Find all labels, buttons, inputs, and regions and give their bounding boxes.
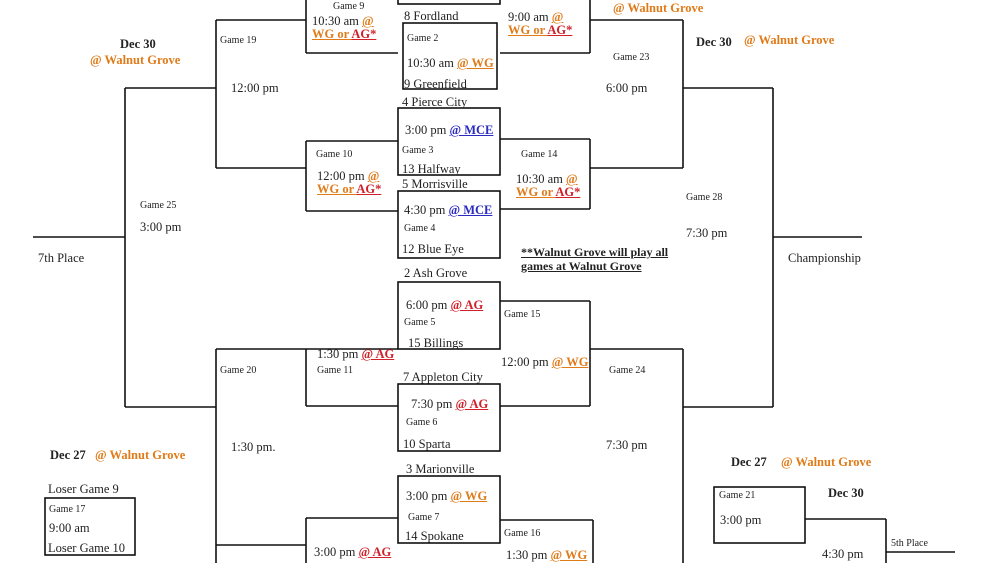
game-2-team-top: 8 Fordland xyxy=(404,9,459,23)
game-15-label: Game 15 xyxy=(504,309,541,320)
fifth-place-label: 5th Place xyxy=(891,538,928,549)
game-15-time: 12:00 pm @ WG xyxy=(501,355,589,369)
venue-left-top: @ Walnut Grove xyxy=(90,53,181,67)
game-3-team-bottom: 13 Halfway xyxy=(402,162,461,176)
game-17-label: Game 17 xyxy=(49,504,86,515)
seventh-place-label: 7th Place xyxy=(38,251,85,265)
game-7-label: Game 7 xyxy=(408,512,440,523)
date-right-top: Dec 30 xyxy=(696,35,732,49)
game-11-time: 1:30 pm @ AG xyxy=(317,347,395,361)
game-2-label: Game 2 xyxy=(407,33,439,44)
note-line-1: **Walnut Grove will play all xyxy=(521,245,669,259)
venue-right-bottom: @ Walnut Grove xyxy=(781,455,872,469)
game-4-label: Game 4 xyxy=(404,223,436,234)
game-7-team-top: 3 Marionville xyxy=(406,462,475,476)
game-5-team-top: 2 Ash Grove xyxy=(404,266,468,280)
game-9-label: Game 9 xyxy=(333,1,365,12)
game-10-label: Game 10 xyxy=(316,149,353,160)
game-3-label: Game 3 xyxy=(402,145,434,156)
game-7-team-bottom: 14 Spokane xyxy=(405,529,464,543)
game-3-team-top: 4 Pierce City xyxy=(402,95,468,109)
game-16-time: 1:30 pm @ WG xyxy=(506,548,588,562)
game-6-time: 7:30 pm @ AG xyxy=(411,397,489,411)
game-6-label: Game 6 xyxy=(406,417,438,428)
game-2-team-bottom: 9 Greenfield xyxy=(404,77,467,91)
venue-left-bottom: @ Walnut Grove xyxy=(95,448,186,462)
game-5-label: Game 5 xyxy=(404,317,436,328)
game-19-time: 12:00 pm xyxy=(231,81,279,95)
date-right-bottom-2: Dec 30 xyxy=(828,486,864,500)
game-5-time: 6:00 pm @ AG xyxy=(406,298,484,312)
game-6-team-top: 7 Appleton City xyxy=(403,370,483,384)
game-4-time: 4:30 pm @ MCE xyxy=(404,203,493,217)
game-16-label: Game 16 xyxy=(504,528,541,539)
game-6-team-bottom: 10 Sparta xyxy=(403,437,451,451)
game-13-time: 9:00 am @ xyxy=(508,10,564,24)
game-20-label: Game 20 xyxy=(220,365,257,376)
date-left-top: Dec 30 xyxy=(120,37,156,51)
venue-right-top: @ Walnut Grove xyxy=(744,33,835,47)
game-25-time: 3:00 pm xyxy=(140,220,182,234)
note-line-2: games at Walnut Grove xyxy=(521,259,642,273)
game-19-label: Game 19 xyxy=(220,35,257,46)
game-4-team-top: 5 Morrisville xyxy=(402,177,468,191)
game-21-label: Game 21 xyxy=(719,490,756,501)
game-23-time: 6:00 pm xyxy=(606,81,648,95)
game-24-label: Game 24 xyxy=(609,365,646,376)
game-11-label: Game 11 xyxy=(317,365,354,376)
game-20-time: 1:30 pm. xyxy=(231,440,276,454)
game-24-time: 7:30 pm xyxy=(606,438,648,452)
game-25-label: Game 25 xyxy=(140,200,177,211)
game-5-team-bottom: 15 Billings xyxy=(408,336,464,350)
game-13-location: WG or AG* xyxy=(508,23,573,37)
game-10-location: WG or AG* xyxy=(317,182,382,196)
game-17-above: Loser Game 9 xyxy=(48,482,119,496)
game-21-time: 3:00 pm xyxy=(720,513,762,527)
game-7-time: 3:00 pm @ WG xyxy=(406,489,488,503)
game-10-time: 12:00 pm @ xyxy=(317,169,380,183)
game-28-time: 7:30 pm xyxy=(686,226,728,240)
game-14-label: Game 14 xyxy=(521,149,558,160)
game-2-time: 10:30 am @ WG xyxy=(407,56,494,70)
date-right-bottom: Dec 27 xyxy=(731,455,767,469)
game-17-time: 9:00 am xyxy=(49,521,90,535)
game-4-team-bottom: 12 Blue Eye xyxy=(402,242,464,256)
game-3-time: 3:00 pm @ MCE xyxy=(405,123,494,137)
game-14-location: WG or AG* xyxy=(516,185,581,199)
game-12-time: 3:00 pm @ AG xyxy=(314,545,392,559)
game-23-label: Game 23 xyxy=(613,52,650,63)
game-28-label: Game 28 xyxy=(686,192,723,203)
game-9-location: WG or AG* xyxy=(312,27,377,41)
fifth-place-time: 4:30 pm xyxy=(822,547,864,561)
game-14-time: 10:30 am @ xyxy=(516,172,578,186)
game-17-below: Loser Game 10 xyxy=(48,541,126,555)
championship-label: Championship xyxy=(788,251,861,265)
date-left-bottom: Dec 27 xyxy=(50,448,86,462)
venue-top-faded: @ Walnut Grove xyxy=(613,1,704,15)
game-9-time: 10:30 am @ xyxy=(312,14,374,28)
